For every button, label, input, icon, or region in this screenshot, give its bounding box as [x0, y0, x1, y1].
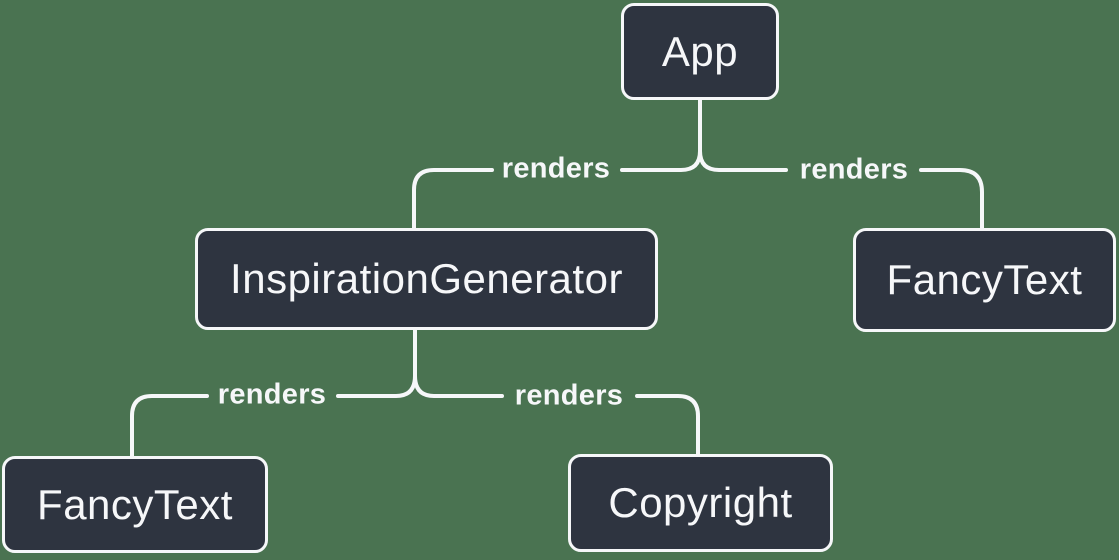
- edge-label-renders: renders: [217, 378, 327, 411]
- edge-label-renders: renders: [514, 379, 624, 412]
- node-copyright: Copyright: [568, 454, 833, 552]
- edge-inspiration-fancytext-segment: [130, 394, 209, 458]
- edge-app-fancytext-segment: [919, 168, 984, 230]
- edge-inspiration-copyright-segment: [413, 374, 504, 398]
- edge-label-renders: renders: [799, 153, 909, 186]
- node-fancy-text-top: FancyText: [853, 228, 1116, 332]
- edge-label-renders: renders: [501, 152, 611, 185]
- edge-inspiration-fancytext-segment: [336, 328, 417, 398]
- edge-app-inspiration-segment: [620, 98, 702, 172]
- node-fancy-text-bottom: FancyText: [2, 456, 268, 553]
- node-inspiration-generator: InspirationGenerator: [195, 228, 658, 330]
- edge-app-inspiration-segment: [412, 168, 494, 230]
- edge-app-fancytext-segment: [698, 149, 788, 172]
- node-app: App: [621, 3, 779, 100]
- edge-inspiration-copyright-segment: [635, 394, 700, 456]
